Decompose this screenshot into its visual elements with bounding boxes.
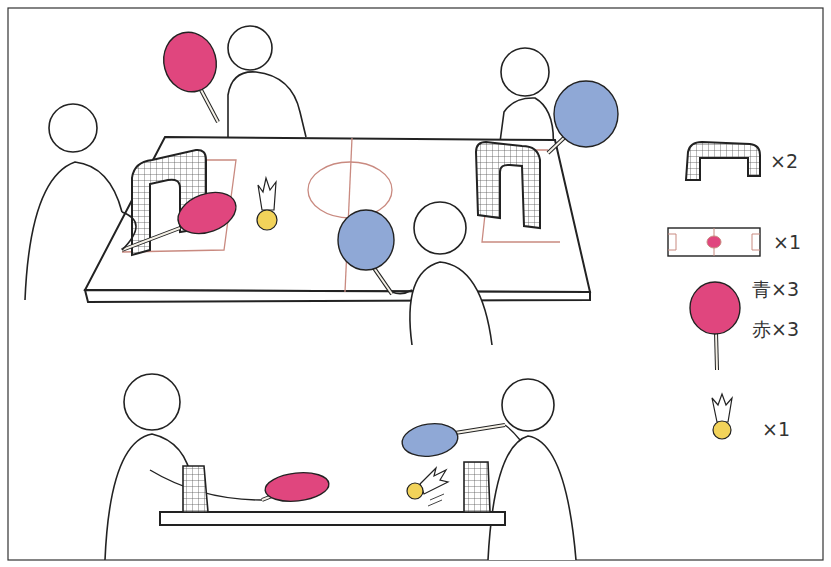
red-fan — [157, 26, 223, 97]
person-head — [501, 48, 549, 96]
arm — [505, 425, 520, 440]
fan-handle — [548, 136, 566, 153]
motion-line — [428, 494, 444, 506]
fan-handle — [716, 332, 717, 370]
person-body — [488, 436, 576, 560]
goal-icon — [686, 142, 760, 180]
person-head — [49, 104, 97, 152]
shuttle-ball — [257, 210, 277, 230]
frame — [8, 8, 823, 560]
person-head — [124, 374, 180, 430]
count-label: ×2 — [770, 150, 798, 173]
count-label: ×1 — [773, 231, 801, 254]
count-label: 青×3 — [752, 278, 799, 301]
fan-handle — [455, 425, 505, 433]
center-circle — [707, 236, 721, 248]
field-icon — [668, 228, 760, 256]
fan-icon — [690, 282, 740, 334]
shuttle-ball — [407, 483, 423, 499]
count-label: 赤×3 — [752, 318, 799, 341]
fan-handle — [716, 332, 717, 370]
shuttle-feathers — [420, 468, 448, 494]
penalty-area — [752, 234, 760, 250]
goal — [464, 462, 490, 512]
count-label: ×1 — [762, 418, 790, 441]
fan-handle — [548, 136, 566, 153]
red-fan — [264, 470, 331, 505]
shuttle-feathers — [712, 394, 732, 422]
person-head — [228, 26, 272, 70]
fan-handle — [200, 88, 218, 122]
center-circle — [308, 162, 392, 218]
shuttle-feathers — [258, 178, 276, 210]
table-side — [160, 512, 505, 525]
table-top — [85, 137, 590, 292]
fan-handle — [374, 268, 392, 294]
arm — [392, 290, 412, 294]
red-fan — [172, 185, 241, 241]
blue-fan — [554, 81, 618, 147]
goal — [476, 142, 540, 228]
penalty-area — [668, 234, 676, 250]
blue-fan — [338, 210, 394, 270]
person-head — [414, 202, 466, 254]
shuttle-icon — [713, 421, 731, 439]
person-head — [502, 379, 554, 431]
blue-fan — [400, 420, 460, 459]
fan-handle — [374, 268, 392, 294]
fan-handle — [455, 425, 505, 433]
fan-handle — [200, 88, 218, 122]
person-body — [105, 434, 192, 560]
arm — [122, 212, 136, 250]
goal — [183, 466, 208, 512]
person-body — [228, 72, 306, 137]
person-body — [410, 262, 492, 345]
table-edge — [85, 290, 590, 302]
